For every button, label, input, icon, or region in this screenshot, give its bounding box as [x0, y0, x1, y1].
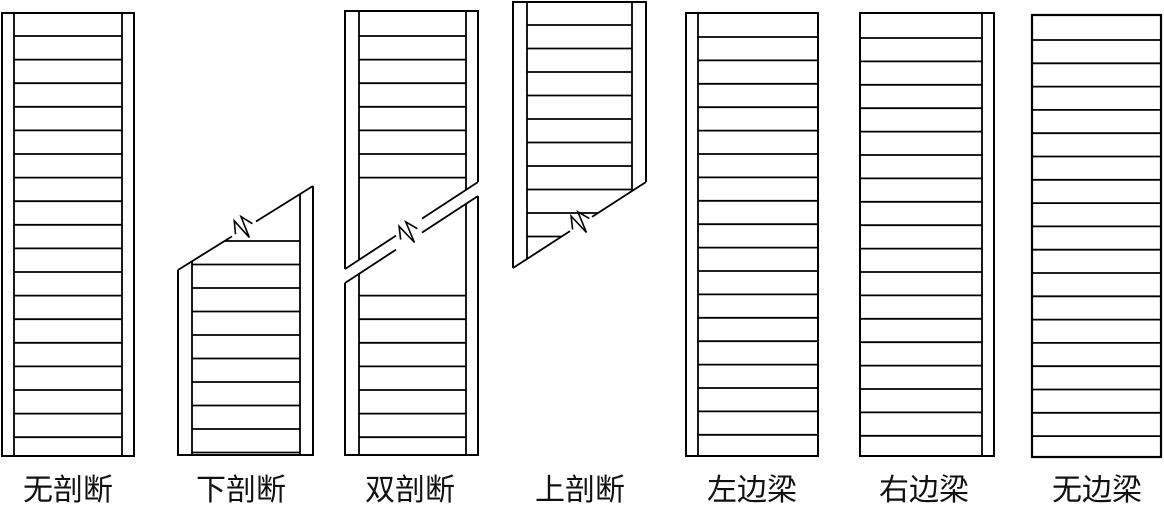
caption-right-beam: 右边梁 [879, 473, 969, 508]
caption-lower-break: 下剖断 [196, 473, 286, 508]
cut-line-left [177, 235, 233, 271]
stair-outline-upper [344, 10, 479, 269]
stair-no-break [1, 12, 135, 457]
stair-no-beam [1030, 13, 1163, 459]
cut-line-right [591, 181, 647, 218]
break-symbol [570, 209, 590, 233]
caption-double-break: 双剖断 [365, 473, 455, 508]
caption-no-beam: 无边梁 [1052, 473, 1142, 508]
stair-right-beam [859, 12, 995, 457]
cut-line-lower-right [421, 195, 479, 234]
caption-upper-break: 上剖断 [535, 473, 625, 508]
stair-outline [685, 12, 819, 457]
stair-outline-lower [344, 196, 479, 456]
stair-upper-break [512, 1, 647, 269]
stair-outline [512, 1, 647, 268]
cut-line-lower-left [344, 248, 397, 284]
cut-line-upper-left [344, 234, 397, 270]
stair-diagram [1, 1, 1163, 459]
stair-lower-break [177, 185, 314, 456]
stair-left-beam [685, 12, 819, 457]
caption-left-beam: 左边梁 [707, 473, 797, 508]
break-symbol [233, 214, 253, 238]
break-symbol [398, 220, 418, 244]
caption-no-break: 无剖断 [23, 473, 113, 508]
cut-line-upper-right [421, 181, 479, 220]
cut-line-right [255, 185, 314, 223]
stair-outline [177, 186, 314, 456]
stair-double-break [344, 10, 479, 456]
stair-outline [859, 12, 995, 457]
stair-outline [1, 12, 135, 457]
stair-outline [1030, 13, 1163, 459]
